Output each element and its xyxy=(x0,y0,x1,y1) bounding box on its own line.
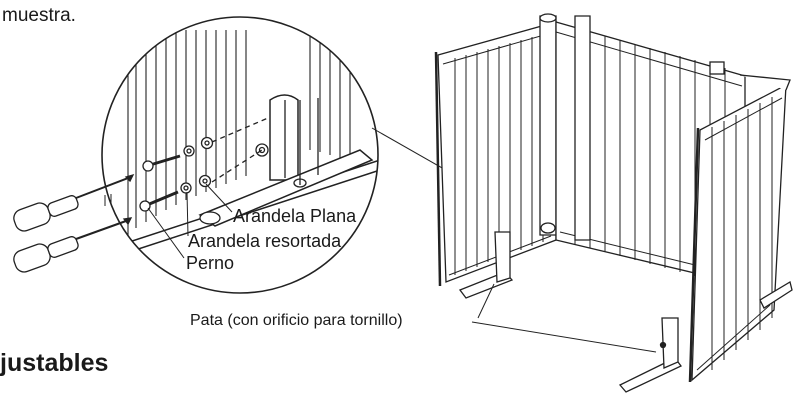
label-spring-washer: Arandela resortada xyxy=(188,231,342,251)
bolt-upper xyxy=(149,154,181,167)
right-panel-slats xyxy=(711,97,773,370)
leg-label-leaders xyxy=(471,283,657,353)
screwdriver-icon xyxy=(13,173,135,232)
section-heading: justables xyxy=(0,349,109,377)
gate-illustration xyxy=(434,13,793,393)
label-leaders xyxy=(147,183,233,259)
label-flat-washer: Arandela Plana xyxy=(233,206,357,226)
zoom-detail xyxy=(101,16,379,294)
screwdriver-icon xyxy=(13,217,133,273)
label-bolt: Perno xyxy=(186,253,235,273)
bolt-lower xyxy=(146,190,179,207)
label-leg: Pata (con orificio para tornillo) xyxy=(190,312,403,329)
body-text-fragment: muestra. xyxy=(2,5,76,26)
